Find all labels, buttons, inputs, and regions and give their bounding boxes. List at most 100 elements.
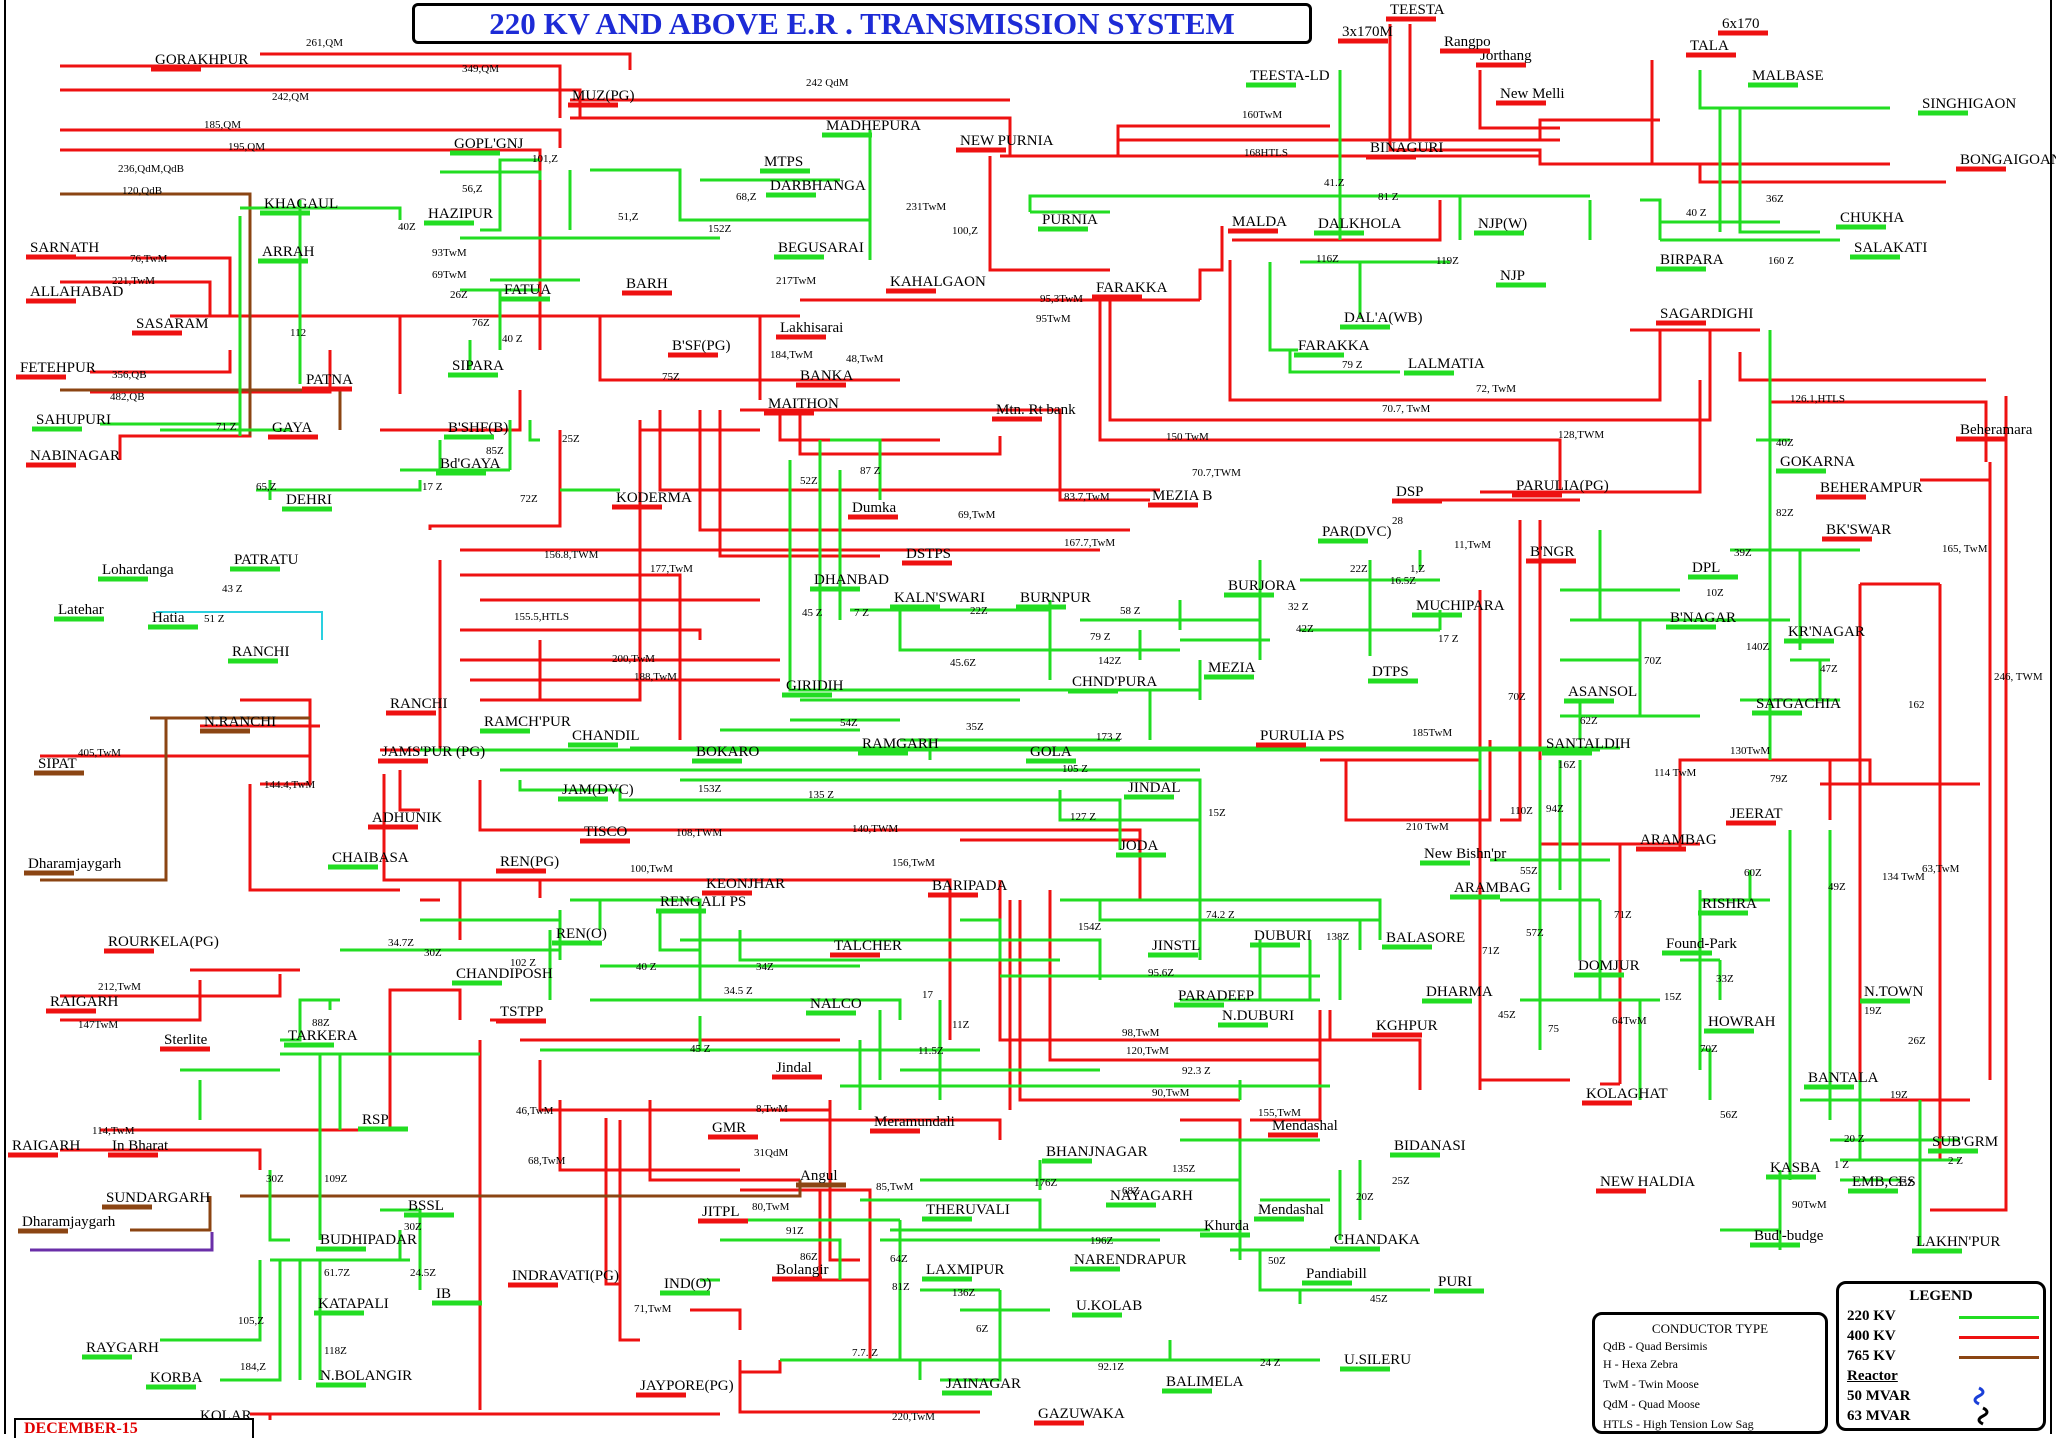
substation-label: BIDANASI bbox=[1394, 1138, 1466, 1154]
substation: N.BOLANGIR bbox=[316, 1368, 412, 1388]
substation-label: JAYPORE(PG) bbox=[640, 1378, 734, 1394]
substation: PARULIA(PG) bbox=[1512, 478, 1609, 498]
line-label: 140,TWM bbox=[852, 823, 898, 835]
substation: Pandiabill bbox=[1302, 1266, 1367, 1286]
substation: NJP bbox=[1496, 268, 1546, 288]
substation-label: TEESTA-LD bbox=[1250, 68, 1330, 84]
line-label: 246, TWM bbox=[1994, 671, 2043, 683]
substation-label: RAMGARH bbox=[862, 736, 939, 752]
substation: DALKHOLA bbox=[1314, 216, 1401, 236]
substation: New Bishn'pr bbox=[1420, 846, 1506, 866]
substation: PATNA bbox=[302, 372, 353, 392]
line-other bbox=[156, 611, 323, 640]
line-label: 95.6Z bbox=[1148, 967, 1174, 979]
substation-label: LAKHN'PUR bbox=[1916, 1234, 2000, 1250]
substation: PURULIA PS bbox=[1256, 728, 1345, 748]
legend: LEGEND 220 KV 400 KV 765 KV Reactor 50 M… bbox=[1836, 1281, 2046, 1431]
line-label: 22Z bbox=[970, 605, 988, 617]
substation: THERUVALI bbox=[922, 1202, 1010, 1222]
line-label: 119Z bbox=[1436, 255, 1459, 267]
line-label: 135Z bbox=[1172, 1163, 1196, 1175]
substation: PATRATU bbox=[230, 552, 299, 572]
line-label: 221,TwM bbox=[112, 275, 155, 287]
line-label: 142Z bbox=[1098, 655, 1122, 667]
line-label: 70Z bbox=[1644, 655, 1662, 667]
substation: SALAKATI bbox=[1850, 240, 1927, 260]
line-label: 242 QdM bbox=[806, 77, 849, 89]
substation-label: BURJORA bbox=[1228, 578, 1297, 594]
substation-label: TALCHER bbox=[834, 938, 902, 954]
substation: BONGAIGOAN bbox=[1956, 152, 2056, 172]
substation: BANTALA bbox=[1804, 1070, 1879, 1090]
line-label: 26Z bbox=[1908, 1035, 1926, 1047]
line-label: 28 bbox=[1392, 515, 1404, 527]
substation: GAYA bbox=[268, 420, 318, 440]
substation: LAKHN'PUR bbox=[1912, 1234, 2000, 1254]
line-label: 62Z bbox=[1580, 715, 1598, 727]
substation: MTPS bbox=[760, 154, 810, 174]
substation: Bolangir bbox=[772, 1262, 829, 1282]
line-label: 100,TwM bbox=[630, 863, 673, 875]
substation: IB bbox=[432, 1286, 482, 1306]
substation: LAXMIPUR bbox=[922, 1262, 1004, 1282]
line-label: 81Z bbox=[892, 1281, 910, 1293]
substation: Lakhisarai bbox=[776, 320, 843, 340]
line-label: 34.7Z bbox=[388, 937, 414, 949]
substation-label: ARAMBAG bbox=[1640, 832, 1717, 848]
substation: NAYAGARH bbox=[1106, 1188, 1193, 1208]
substation-label: NEW PURNIA bbox=[960, 133, 1054, 149]
line-label: 261,QM bbox=[306, 37, 343, 49]
substation-label: THERUVALI bbox=[926, 1202, 1010, 1218]
substation: ARAMBAG bbox=[1450, 880, 1531, 900]
substation: DSP bbox=[1392, 484, 1442, 504]
substation-label: In Bharat bbox=[112, 1138, 169, 1154]
substation-label: N.TOWN bbox=[1864, 984, 1923, 1000]
substation-label: RAIGARH bbox=[12, 1138, 81, 1154]
substation-label: U.SILERU bbox=[1344, 1352, 1411, 1368]
substation-label: REN(O) bbox=[556, 926, 607, 942]
substation-label: Meramundali bbox=[874, 1114, 955, 1130]
line-label: 231TwM bbox=[906, 201, 946, 213]
substation: Beheramara bbox=[1956, 422, 2033, 442]
substation: TSTPP bbox=[496, 1004, 546, 1024]
substation-label: DOMJUR bbox=[1578, 958, 1640, 974]
substation: KORBA bbox=[146, 1370, 203, 1390]
substation: CHND'PURA bbox=[1068, 674, 1157, 694]
substation-label: KR'NAGAR bbox=[1788, 624, 1865, 640]
line-label: 92.1Z bbox=[1098, 1361, 1124, 1373]
substation-label: MTPS bbox=[764, 154, 803, 170]
line-label: 39Z bbox=[1734, 547, 1752, 559]
substation-label: ARRAH bbox=[262, 244, 315, 260]
line-label: 63,TwM bbox=[1922, 863, 1960, 875]
substation: New Melli bbox=[1496, 86, 1565, 106]
substation-label: GORAKHPUR bbox=[155, 52, 248, 68]
substation: Dharamjaygarh bbox=[24, 856, 122, 876]
line-label: 54Z bbox=[840, 717, 858, 729]
substation: CHANDAKA bbox=[1330, 1232, 1420, 1252]
line-label: 167.7,TwM bbox=[1064, 537, 1115, 549]
line-label: 160 Z bbox=[1768, 255, 1794, 267]
line-label: 49Z bbox=[1828, 881, 1846, 893]
substation: BARIPADA bbox=[928, 878, 1007, 898]
substation-label: BANTALA bbox=[1808, 1070, 1879, 1086]
substation-label: KASBA bbox=[1770, 1160, 1821, 1176]
line-label: 40 Z bbox=[502, 333, 523, 345]
substation: KAHALGAON bbox=[886, 274, 986, 294]
substation-label: MALDA bbox=[1232, 214, 1287, 230]
line-label: 212,TwM bbox=[98, 981, 141, 993]
substation: SUNDARGARH bbox=[102, 1190, 210, 1210]
substation: BUDHIPADAR bbox=[316, 1232, 417, 1252]
substation: DHANBAD bbox=[810, 572, 889, 592]
line-label: 102 Z bbox=[510, 957, 536, 969]
line-label: 60Z bbox=[1744, 867, 1762, 879]
line-label: 90,TwM bbox=[1152, 1087, 1190, 1099]
line-label: 155.5,HTLS bbox=[514, 611, 569, 623]
substation-label: Jorthang bbox=[1480, 48, 1532, 64]
conductor-row: H - Hexa Zebra bbox=[1603, 1357, 1678, 1371]
line-label: 82Z bbox=[1776, 507, 1794, 519]
line-label: 90TwM bbox=[1792, 1199, 1827, 1211]
substation: RAYGARH bbox=[82, 1340, 159, 1360]
substation: DAL'A(WB) bbox=[1340, 310, 1423, 330]
legend-label-765: 765 KV bbox=[1847, 1348, 1896, 1364]
conductor-row: QdB - Quad Bersimis bbox=[1603, 1339, 1708, 1353]
